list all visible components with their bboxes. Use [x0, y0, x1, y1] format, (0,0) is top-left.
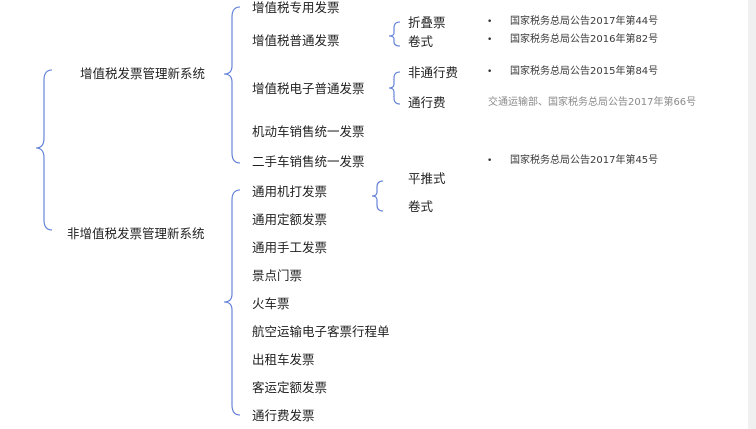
note-bullet: •	[487, 67, 493, 77]
folded-ticket-label: 折叠票	[408, 15, 446, 30]
vat-special-invoice: 增值税专用发票	[252, 0, 340, 15]
nonvat-system-label: 非增值税发票管理新系统	[67, 226, 205, 241]
train-ticket: 火车票	[252, 296, 290, 311]
vat-ordinary-invoice: 增值税普通发票	[252, 33, 340, 48]
note-announcement-2017-45: 国家税务总局公告2017年第45号	[510, 155, 659, 166]
vat-bracket	[223, 6, 241, 164]
right-edge-strip	[748, 0, 756, 429]
ordinary-sub-bracket	[388, 21, 401, 47]
handwritten-invoice: 通用手工发票	[252, 240, 328, 255]
note-bullet: •	[487, 156, 493, 166]
roll-ticket-label: 卷式	[408, 34, 434, 49]
nonvat-bracket	[223, 189, 241, 416]
used-car-invoice: 二手车销售统一发票	[252, 154, 365, 169]
fixed-amount-invoice: 通用定额发票	[252, 212, 328, 227]
note-bullet: •	[487, 35, 493, 45]
note-bullet: •	[487, 17, 493, 27]
note-announcement-2017-44: 国家税务总局公告2017年第44号	[510, 16, 659, 27]
machine-roll-label: 卷式	[408, 199, 434, 214]
toll-label: 通行费	[408, 95, 446, 110]
machine-sub-bracket	[371, 180, 384, 212]
electronic-sub-bracket	[388, 71, 401, 105]
flat-push-label: 平推式	[408, 171, 446, 186]
root-bracket	[35, 69, 53, 231]
passenger-fixed-invoice: 客运定额发票	[252, 380, 328, 395]
note-announcement-2016-82: 国家税务总局公告2016年第82号	[510, 34, 659, 45]
scenic-ticket: 景点门票	[252, 268, 303, 283]
motor-vehicle-invoice: 机动车销售统一发票	[252, 124, 365, 139]
taxi-invoice: 出租车发票	[252, 352, 315, 367]
toll-invoice: 通行费发票	[252, 408, 315, 423]
note-announcement-2015-84: 国家税务总局公告2015年第84号	[510, 66, 659, 77]
note-announcement-2017-66: 交通运输部、国家税务总局公告2017年第66号	[488, 97, 697, 108]
vat-system-label: 增值税发票管理新系统	[80, 66, 206, 81]
machine-printed-invoice: 通用机打发票	[252, 184, 328, 199]
vat-electronic-invoice: 增值税电子普通发票	[252, 81, 365, 96]
air-itinerary: 航空运输电子客票行程单	[252, 324, 390, 339]
non-toll-label: 非通行费	[408, 65, 459, 80]
